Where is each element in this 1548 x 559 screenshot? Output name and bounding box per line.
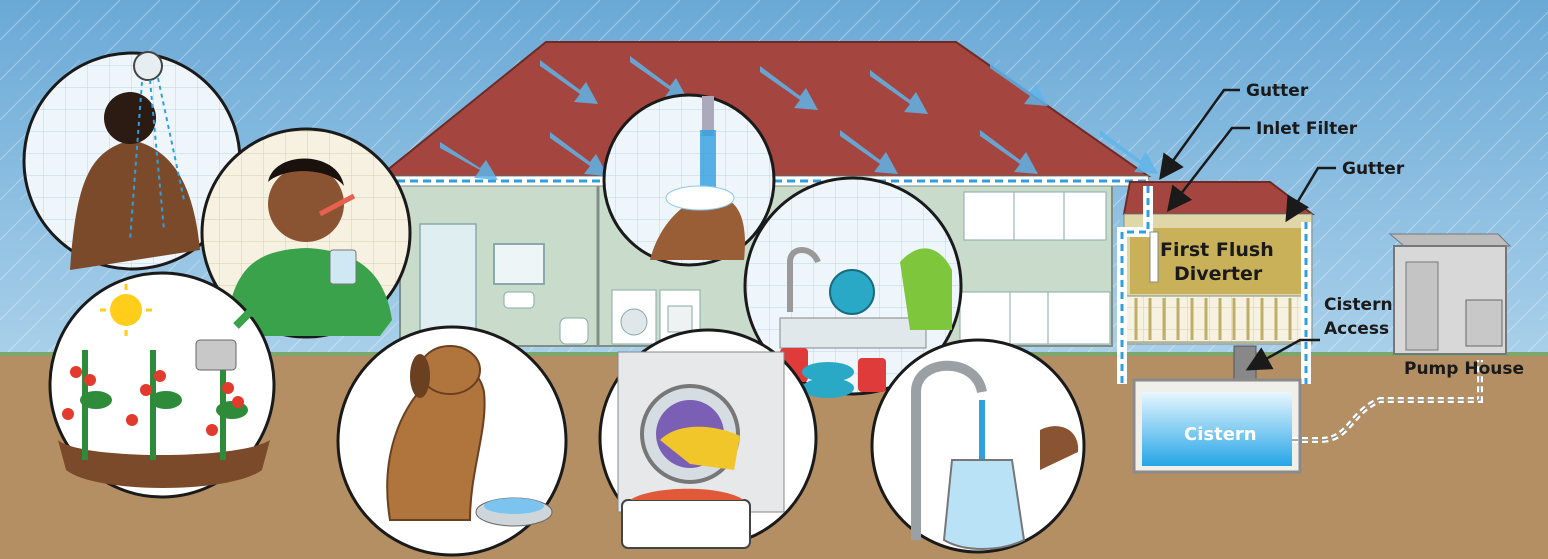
cistern-label: Cistern — [1184, 424, 1257, 445]
gutter-roof-label: Gutter — [1246, 81, 1309, 101]
dog-water-bowl-icon — [338, 327, 566, 555]
watering-plants-icon — [50, 273, 274, 497]
pump-house — [1390, 234, 1510, 354]
cistern-access-label-line1: Cistern — [1324, 295, 1393, 315]
laundry-icon — [600, 330, 816, 548]
faucet-pitcher-icon — [872, 340, 1084, 552]
gutter-porch-label: Gutter — [1342, 159, 1405, 179]
first-flush-label-line1: First Flush — [1160, 239, 1274, 261]
first-flush-label-line2: Diverter — [1174, 263, 1263, 285]
inlet-filter-label: Inlet Filter — [1256, 119, 1358, 139]
handwashing-icon — [604, 95, 774, 265]
cistern-access-label-line2: Access — [1324, 319, 1389, 339]
pump-house-label: Pump House — [1404, 359, 1524, 379]
